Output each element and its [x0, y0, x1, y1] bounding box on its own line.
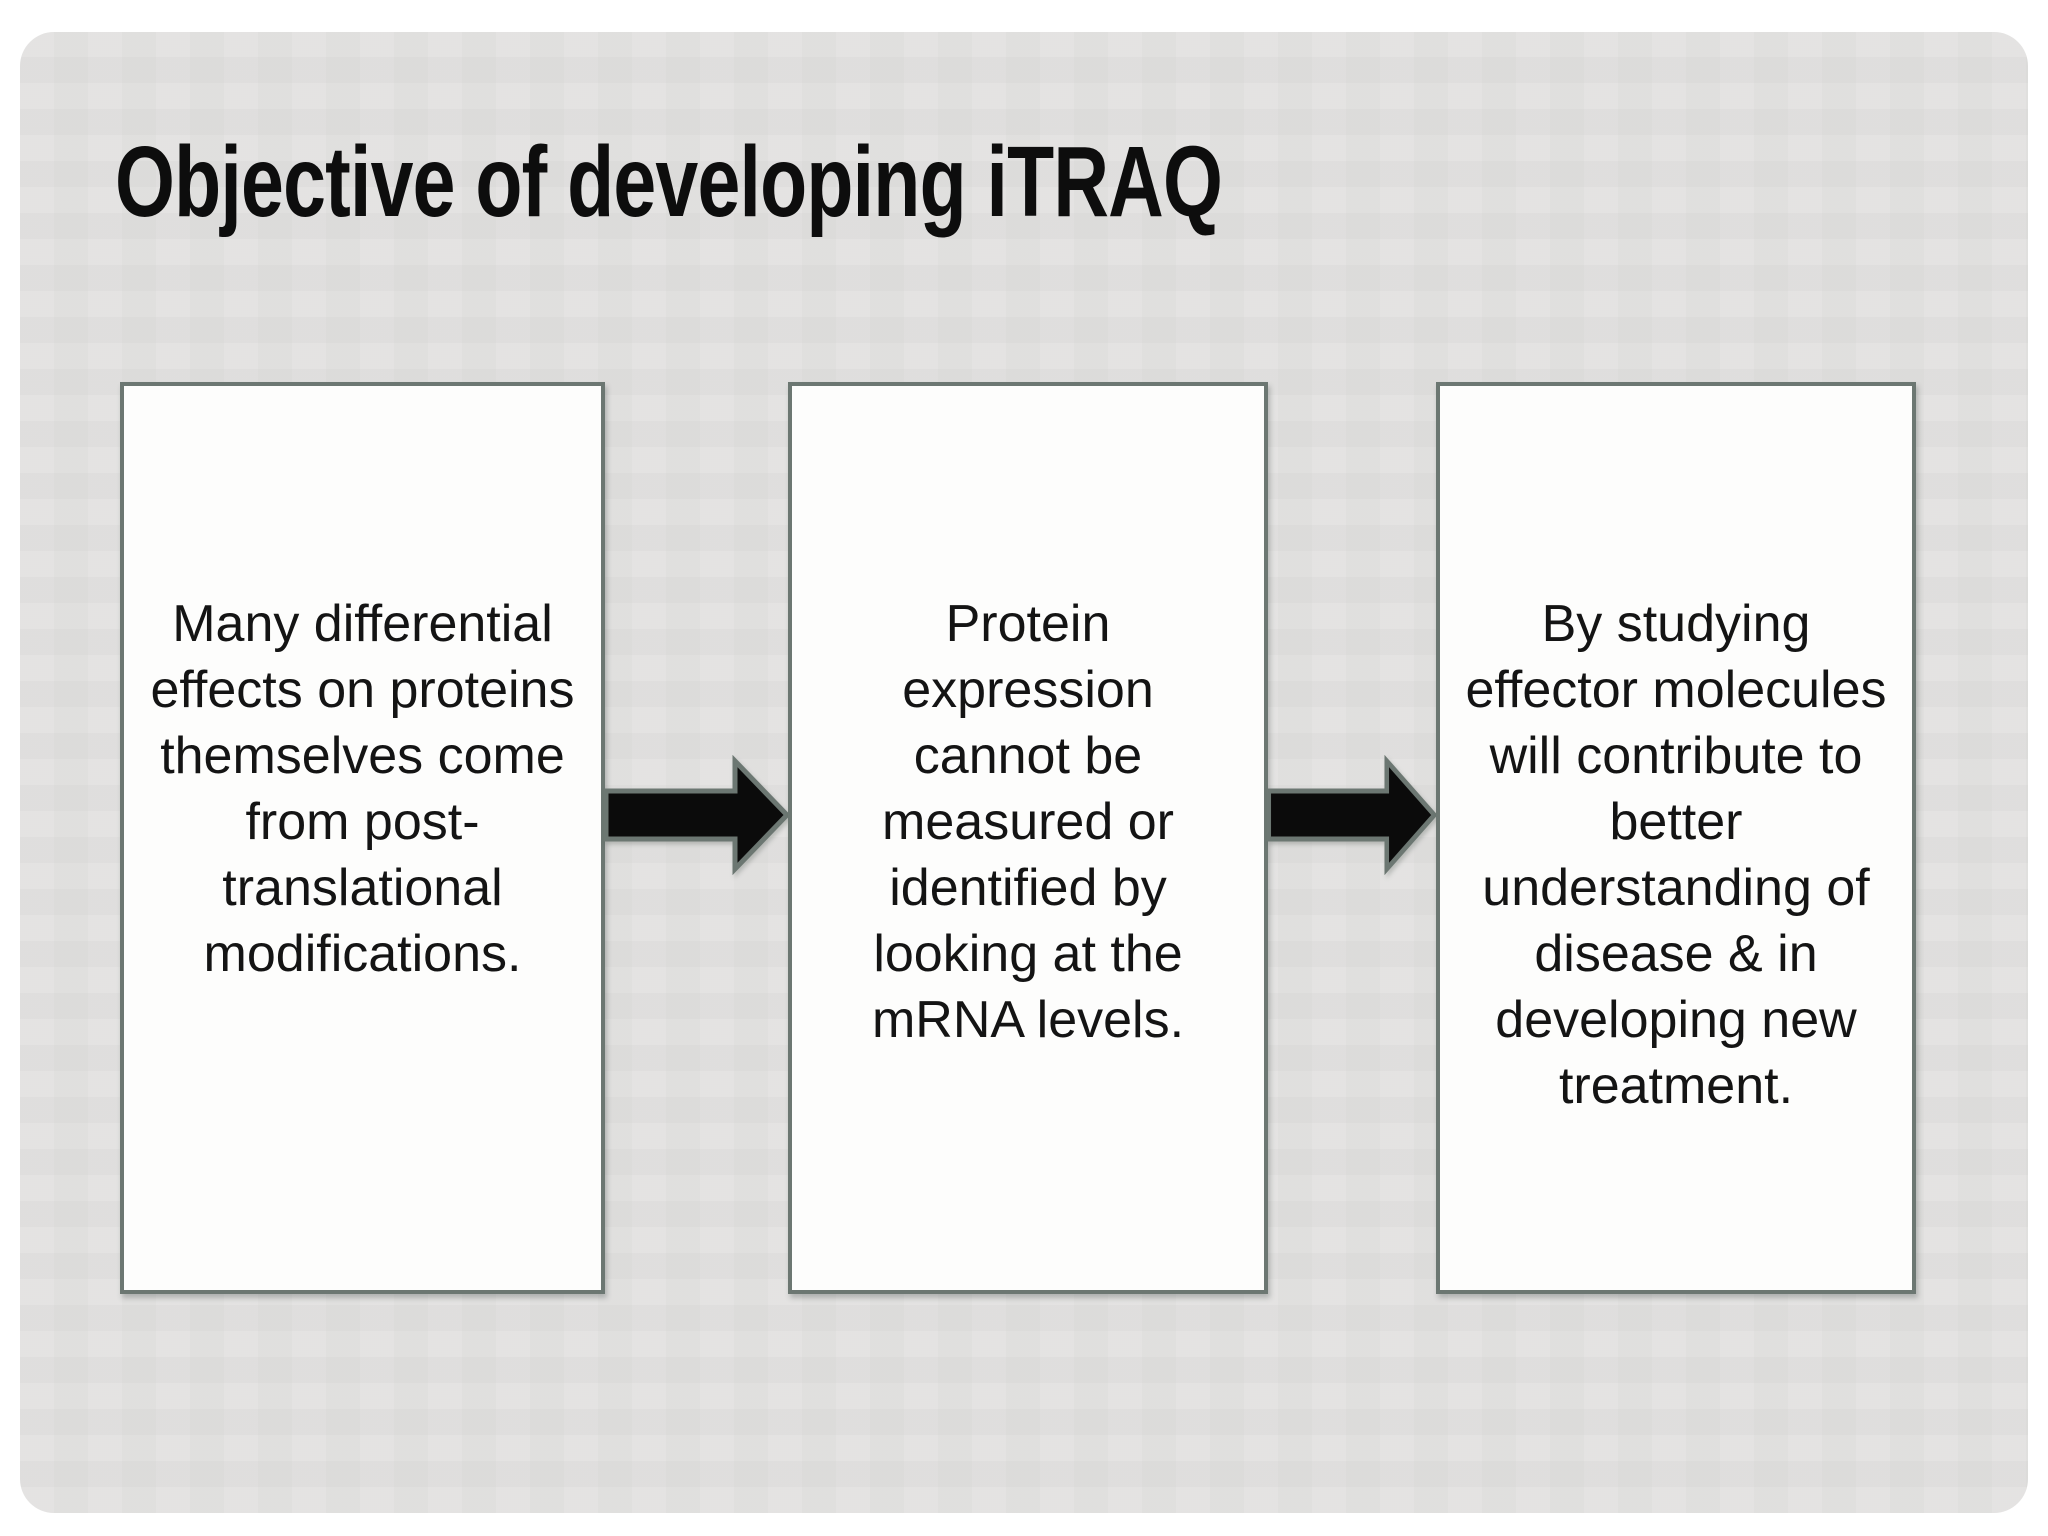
process-step-text-3: By studying effector molecules will cont…: [1465, 595, 1887, 1115]
process-step-box-1: Many differential effects on proteins th…: [120, 382, 605, 1294]
process-step-text-2: Protein expression cannot be measured or…: [871, 595, 1185, 1049]
process-step-box-3: By studying effector molecules will cont…: [1436, 382, 1916, 1294]
process-step-text-1: Many differential effects on proteins th…: [150, 595, 575, 983]
arrow-right-icon: [603, 755, 791, 875]
process-step-box-2: Protein expression cannot be measured or…: [788, 382, 1268, 1294]
slide-canvas: Objective of developing iTRAQ Many diffe…: [20, 32, 2028, 1513]
arrow-right-icon: [1266, 755, 1438, 875]
slide-title: Objective of developing iTRAQ: [115, 126, 1223, 238]
